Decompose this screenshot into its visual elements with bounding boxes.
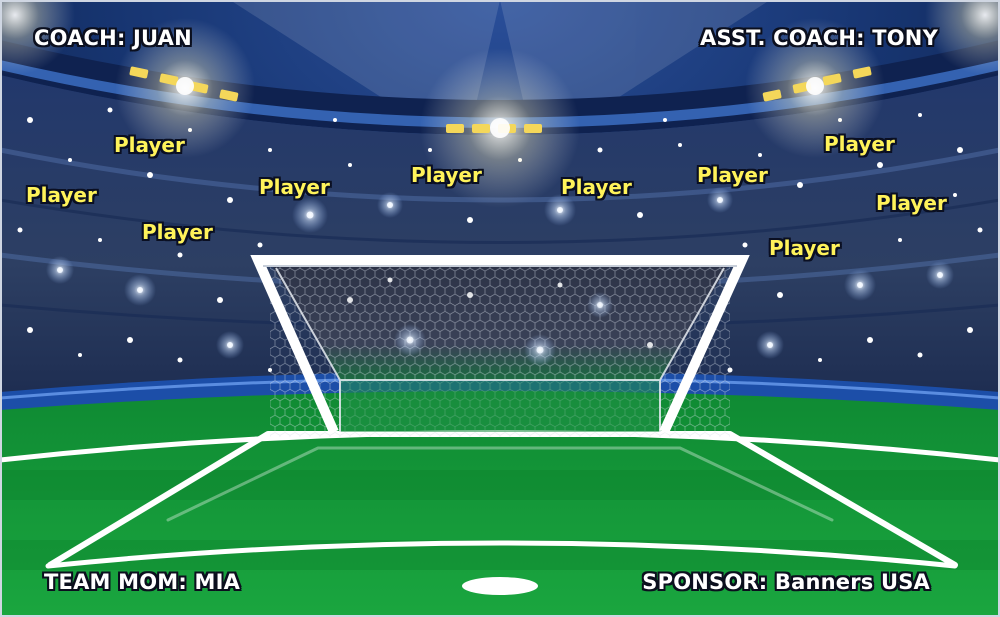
- player-name-slot: Player: [26, 183, 97, 207]
- player-name-slot: Player: [114, 133, 185, 157]
- player-name-slot: Player: [697, 163, 768, 187]
- coach-label: COACH: JUAN: [34, 26, 192, 50]
- player-name-slot: Player: [411, 163, 482, 187]
- player-name-slot: Player: [769, 236, 840, 260]
- team-mom-label: TEAM MOM: MIA: [44, 570, 241, 594]
- player-name-slot: Player: [259, 175, 330, 199]
- sponsor-label: SPONSOR: Banners USA: [642, 570, 930, 594]
- player-name-slot: Player: [876, 191, 947, 215]
- asst-coach-label: ASST. COACH: TONY: [700, 26, 938, 50]
- player-name-slot: Player: [561, 175, 632, 199]
- player-name-slot: Player: [824, 132, 895, 156]
- player-name-slot: Player: [142, 220, 213, 244]
